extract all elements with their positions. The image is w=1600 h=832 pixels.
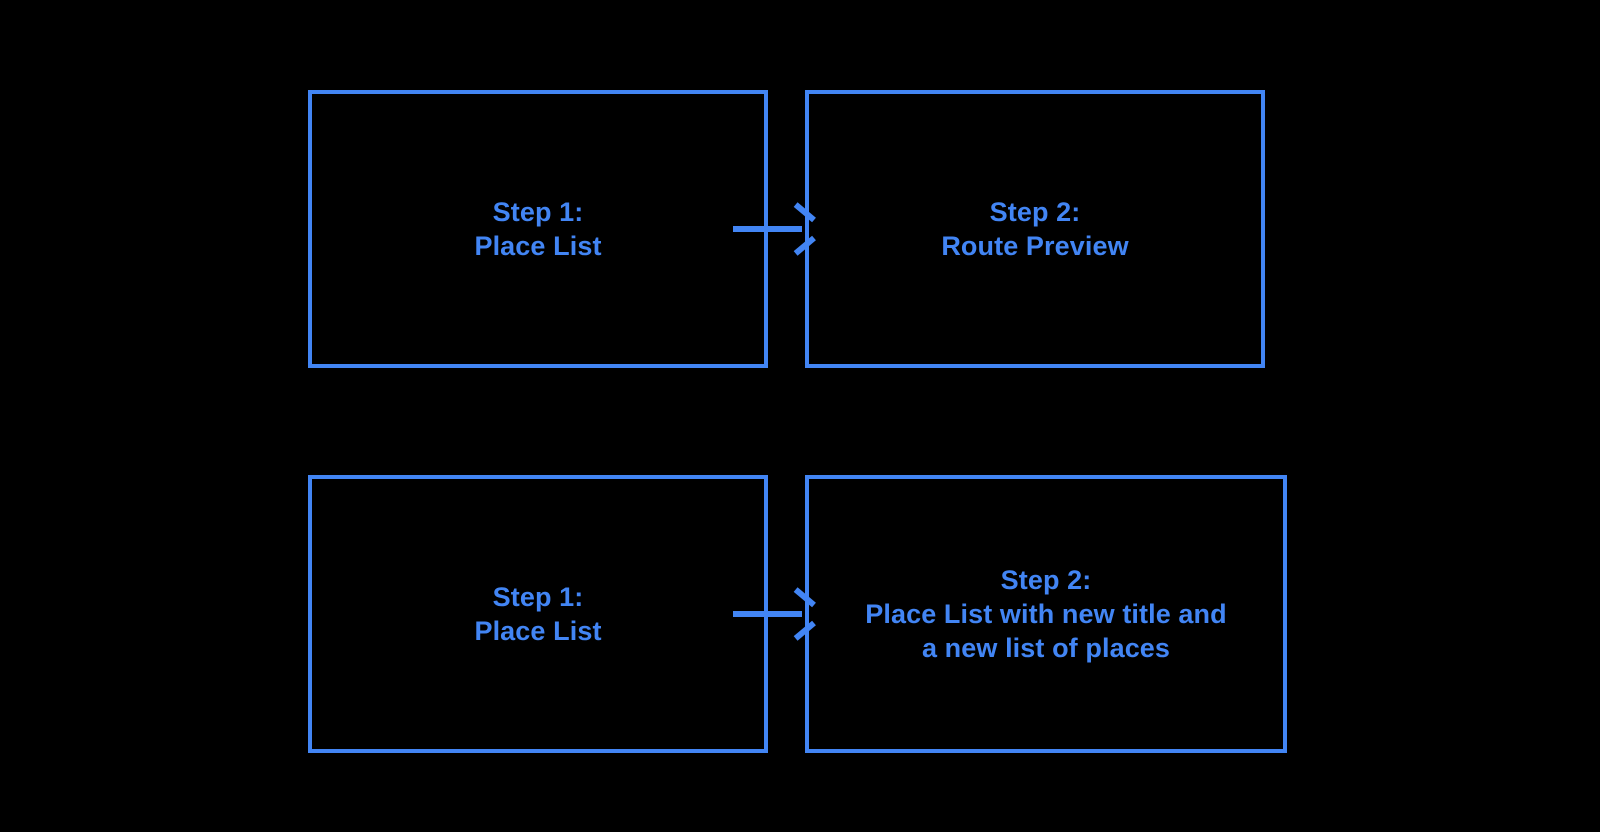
step-box-bottom-step-1[interactable]: Step 1: Place List	[308, 475, 768, 753]
step-box-label: Step 1: Place List	[474, 196, 602, 261]
step-box-bottom-step-2[interactable]: Step 2: Place List with new title and a …	[805, 475, 1287, 753]
arrow-shaft	[733, 226, 802, 232]
flow-row-new-place-list: Step 1: Place List Step 2: Place List wi…	[0, 475, 1600, 753]
arrow-right-icon-bottom	[733, 611, 809, 617]
arrow-shaft	[733, 611, 802, 617]
step-box-top-step-1[interactable]: Step 1: Place List	[308, 90, 768, 368]
step-box-label: Step 2: Place List with new title and a …	[865, 564, 1227, 664]
step-box-top-step-2[interactable]: Step 2: Route Preview	[805, 90, 1265, 368]
step-box-label: Step 1: Place List	[474, 581, 602, 646]
step-box-label: Step 2: Route Preview	[941, 196, 1129, 261]
arrow-right-icon-top	[733, 226, 809, 232]
flow-row-route-preview: Step 1: Place List Step 2: Route Preview	[0, 90, 1600, 368]
